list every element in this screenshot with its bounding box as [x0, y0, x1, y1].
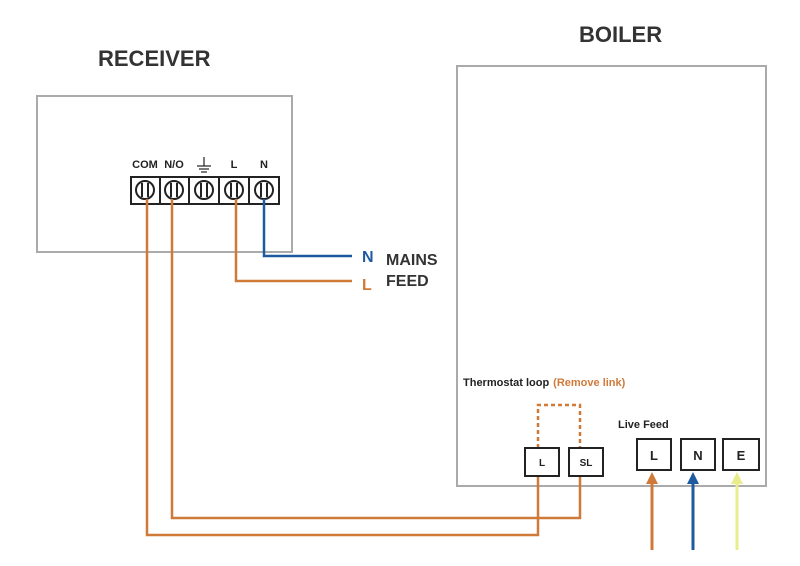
- screw-terminal-l: [224, 180, 244, 200]
- mains-l-letter: L: [362, 277, 372, 294]
- live-feed-terminal-n-label: N: [693, 448, 702, 463]
- boiler-terminal-sl-label: SL: [580, 458, 593, 469]
- wire-com-to-l: [145, 199, 540, 537]
- screw-terminal-no: [164, 180, 184, 200]
- wire-mains-neutral: [262, 199, 352, 258]
- live-feed-terminal-l-box: [636, 438, 672, 471]
- live-feed-label: Live Feed: [618, 419, 669, 431]
- mains-label: MAINS: [386, 252, 438, 269]
- remove-link-text: (Remove link): [553, 377, 625, 389]
- thermostat-loop-text: Thermostat loop: [463, 377, 549, 389]
- screw-terminal-earth: [194, 180, 214, 200]
- screw-terminal-com: [135, 180, 155, 200]
- boiler-terminal-l-label: L: [539, 458, 545, 469]
- thermostat-link-dashed: [536, 403, 582, 448]
- terminal-label-l: L: [231, 159, 238, 171]
- boiler-box: [456, 65, 767, 487]
- terminal-label-com: COM: [132, 159, 158, 171]
- boiler-title: BOILER: [579, 22, 662, 47]
- boiler-terminal-l-box: [524, 447, 560, 477]
- feed-label: FEED: [386, 273, 429, 290]
- live-feed-terminal-l-label: L: [650, 448, 658, 463]
- wire-mains-live: [234, 199, 352, 283]
- live-feed-terminal-n-box: [680, 438, 716, 471]
- boiler-terminal-sl-box: [568, 447, 604, 477]
- arrow-live-feed-e-icon: [731, 472, 743, 484]
- arrow-live-feed-n-icon: [687, 472, 699, 484]
- receiver-box: [36, 95, 293, 253]
- mains-n-letter: N: [362, 249, 374, 266]
- earth-symbol-icon: [197, 157, 211, 173]
- wire-no-to-sl: [170, 199, 582, 520]
- terminal-label-n: N: [260, 159, 268, 171]
- live-feed-terminal-e-label: E: [737, 448, 746, 463]
- live-feed-terminal-e-box: [722, 438, 760, 471]
- thermostat-loop-label: Thermostat loop (Remove link): [463, 377, 626, 389]
- arrow-live-feed-l-icon: [646, 472, 658, 484]
- terminal-label-no: N/O: [164, 159, 184, 171]
- screw-terminal-n: [254, 180, 274, 200]
- receiver-title: RECEIVER: [98, 46, 211, 71]
- receiver-terminal-block: [130, 176, 280, 205]
